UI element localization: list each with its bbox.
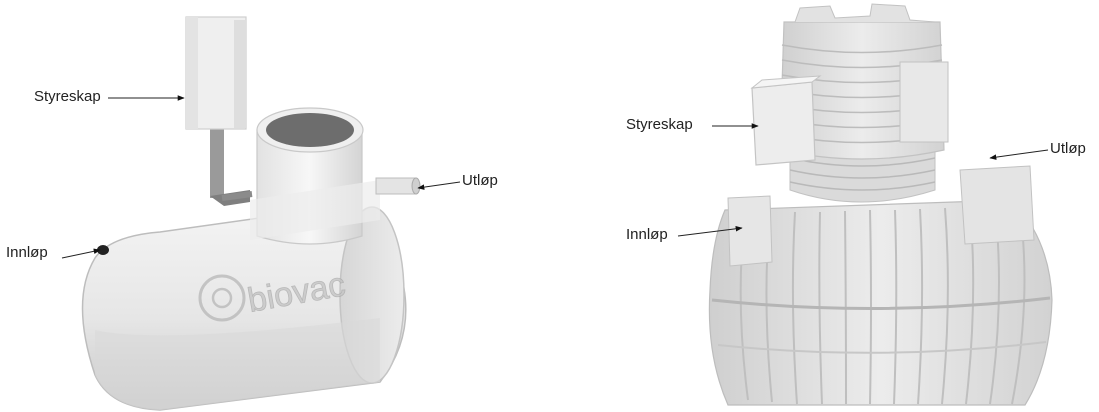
label-inlet-left: Innløp (6, 244, 48, 261)
label-inlet-right: Innløp (626, 226, 668, 243)
label-outlet-right: Utløp (1050, 140, 1086, 157)
leader-outlet-left (418, 182, 460, 188)
leader-outlet-right (990, 150, 1048, 158)
ribbed-tank (709, 145, 1052, 405)
label-control-cabinet-left: Styreskap (34, 88, 101, 105)
label-outlet-left: Utløp (462, 172, 498, 189)
control-cabinet-right (752, 76, 820, 165)
outlet-pipe-left (376, 178, 420, 194)
label-control-cabinet-right: Styreskap (626, 116, 693, 133)
leader-inlet-left (62, 250, 100, 258)
riser-left (250, 108, 380, 244)
control-cabinet-left (186, 17, 252, 206)
